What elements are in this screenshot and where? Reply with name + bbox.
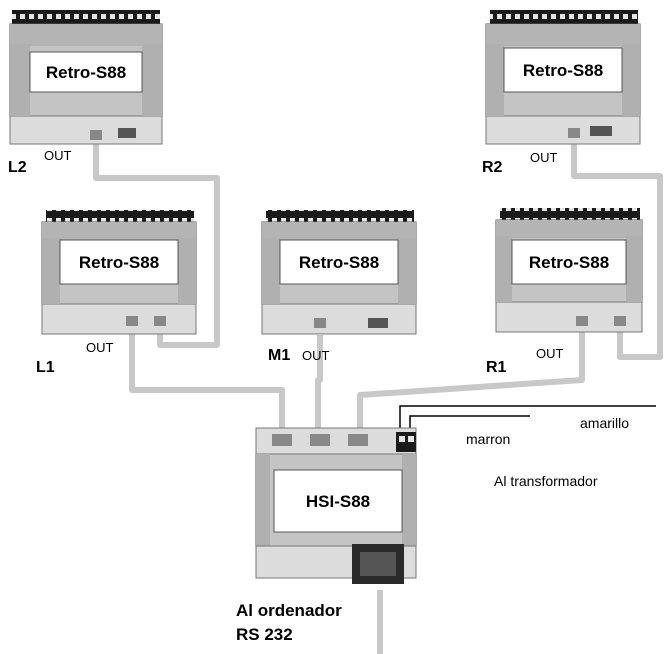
module-label: Retro-S88 xyxy=(529,253,609,272)
module-side-right xyxy=(626,236,642,302)
module-top-band xyxy=(42,222,196,240)
module-side-right xyxy=(178,238,196,304)
power-wires xyxy=(399,405,656,432)
connector-out xyxy=(314,318,326,328)
rs232-label: RS 232 xyxy=(236,625,293,644)
connector xyxy=(590,126,612,136)
connector xyxy=(118,128,136,138)
bus-port-1 xyxy=(272,434,292,446)
power-pin-2 xyxy=(408,436,414,442)
module-side-right xyxy=(398,238,416,304)
bus-cables xyxy=(93,140,663,654)
id-label-l1: L1 xyxy=(36,359,55,376)
module-label: Retro-S88 xyxy=(46,63,126,82)
cable-r2-to-r1 xyxy=(571,140,663,360)
module-m1: Retro-S88 xyxy=(261,210,417,335)
terminal-strip xyxy=(490,10,638,26)
wire-yellow xyxy=(399,405,656,432)
id-label-r2: R2 xyxy=(482,159,503,176)
bus-port-2 xyxy=(310,434,330,446)
cable-r1-to-hsi xyxy=(357,330,585,430)
hub-side-left xyxy=(256,454,270,546)
module-top-band xyxy=(10,24,162,46)
wire-brown xyxy=(409,415,530,432)
label-box xyxy=(279,239,399,285)
hub-side-right xyxy=(402,454,416,546)
module-side-left xyxy=(496,236,512,302)
module-bottom-band xyxy=(485,115,641,145)
module-bottom-band xyxy=(9,115,163,145)
connector-out xyxy=(126,316,138,326)
bus-port-3 xyxy=(348,434,368,446)
terminal-strip xyxy=(12,10,160,26)
rs232-connector-face xyxy=(360,552,396,576)
module-side-left xyxy=(486,44,504,116)
module-side-left xyxy=(10,44,30,116)
connector-out xyxy=(576,316,588,326)
transformer-label: Al transformador xyxy=(494,473,598,489)
module-side-right xyxy=(622,44,640,116)
computer-label: Al ordenador xyxy=(236,601,342,620)
module-label: Retro-S88 xyxy=(299,253,379,272)
module-side-left xyxy=(262,238,280,304)
module-label: Retro-S88 xyxy=(523,61,603,80)
module-bottom-band xyxy=(41,303,197,335)
module-bottom-band xyxy=(261,303,417,335)
module-side-left xyxy=(42,238,60,304)
module-side-right xyxy=(142,44,162,116)
label-box xyxy=(511,239,627,285)
label-box xyxy=(59,239,179,285)
module-r2: Retro-S88 xyxy=(485,10,641,145)
power-pin-1 xyxy=(399,436,405,442)
out-label-m1: OUT xyxy=(302,348,330,363)
module-l2: Retro-S88 xyxy=(9,10,163,145)
wire-brown-label: marron xyxy=(466,431,510,447)
id-label-r1: R1 xyxy=(486,359,507,376)
cable-m1-to-hsi xyxy=(315,335,323,430)
module-label: Retro-S88 xyxy=(79,253,159,272)
module-top-band xyxy=(496,220,642,238)
module-r1: Retro-S88 xyxy=(495,208,643,333)
out-label-l1: OUT xyxy=(86,340,114,355)
connector xyxy=(368,318,388,328)
connector-in xyxy=(614,316,626,326)
out-label-r1: OUT xyxy=(536,346,564,361)
hub-label-box xyxy=(273,469,403,533)
connector-in xyxy=(154,316,166,326)
id-label-l2: L2 xyxy=(8,159,27,176)
id-label-m1: M1 xyxy=(268,347,290,364)
label-box xyxy=(29,51,143,93)
module-top-band xyxy=(262,222,416,240)
hub-label: HSI-S88 xyxy=(306,492,370,511)
module-top-band xyxy=(486,24,640,46)
hub-hsi-s88: HSI-S88 xyxy=(255,427,417,584)
connector-out xyxy=(90,130,102,140)
label-box xyxy=(503,47,623,93)
wire-yellow-label: amarillo xyxy=(580,415,629,431)
connector-out xyxy=(568,128,580,138)
out-label-l2: OUT xyxy=(44,148,72,163)
cable-l2-to-l1 xyxy=(93,140,220,348)
out-label-r2: OUT xyxy=(530,150,558,165)
module-l1: Retro-S88 xyxy=(41,210,197,335)
cable-l1-to-hsi xyxy=(129,325,285,430)
